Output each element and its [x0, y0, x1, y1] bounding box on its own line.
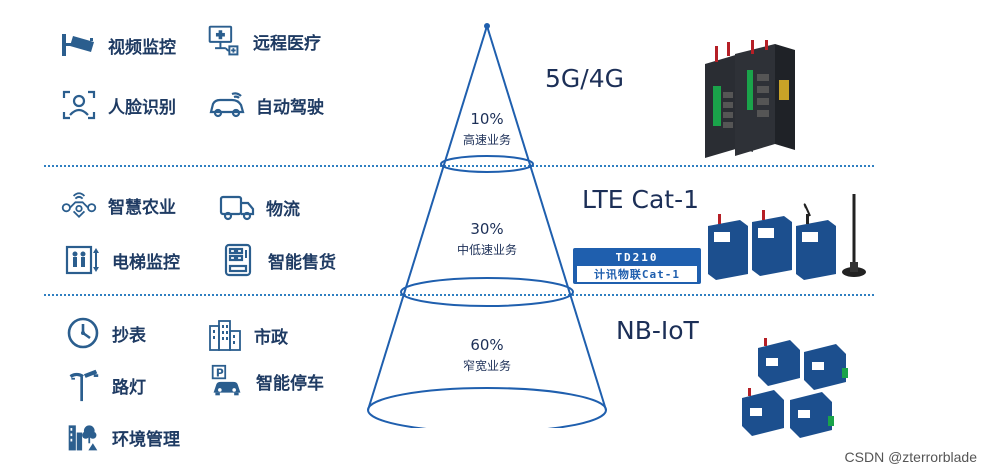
app-face-label: 人脸识别	[108, 97, 176, 118]
app-street-light: 路灯	[64, 368, 146, 402]
medical-monitor-icon	[205, 24, 243, 58]
cone-diagram	[367, 23, 607, 428]
app-parking-label: 智能停车	[256, 373, 324, 394]
parking-car-icon: P	[208, 364, 246, 398]
street-light-icon	[64, 368, 102, 402]
app-municipal-label: 市政	[254, 327, 288, 348]
tier-bottom-percent: 60%	[470, 336, 504, 354]
tier-bottom-share: 60% 窄宽业务	[427, 336, 547, 374]
app-municipal: 市政	[206, 318, 288, 352]
app-remote-medical: 远程医疗	[205, 24, 321, 58]
cone-ring-top	[440, 155, 534, 173]
tier-mid-percent: 30%	[470, 220, 504, 238]
tier-mid-share: 30% 中低速业务	[427, 220, 547, 258]
elevator-icon	[64, 243, 102, 277]
cone-ring-bottom	[367, 387, 607, 428]
cctv-camera-icon	[60, 28, 98, 62]
gauge-icon	[64, 316, 102, 350]
app-logistics: 物流	[218, 190, 300, 224]
cone-right-edge	[486, 25, 607, 411]
app-streetlight-label: 路灯	[112, 377, 146, 398]
tier-mid-name: LTE Cat-1	[582, 185, 700, 214]
app-agri-label: 智慧农业	[108, 197, 176, 218]
app-meter-reading: 抄表	[64, 316, 146, 350]
face-scan-icon	[60, 88, 98, 122]
tier-bottom-name: NB-IoT	[616, 316, 699, 345]
industrial-router-illustration	[705, 40, 795, 158]
app-autonomous-driving: 自动驾驶	[208, 88, 324, 122]
drone-icon	[60, 188, 98, 222]
app-environment-management: 环境管理	[64, 420, 180, 454]
tier-top-percent: 10%	[470, 110, 504, 128]
cat1-dtu-illustration	[708, 194, 866, 280]
app-elevator-monitoring: 电梯监控	[64, 243, 180, 277]
app-smart-parking: P 智能停车	[208, 364, 324, 398]
building-tree-recycle-icon	[64, 420, 102, 454]
truck-icon	[218, 190, 256, 224]
app-face-recognition: 人脸识别	[60, 88, 176, 122]
cone-left-edge	[367, 25, 488, 411]
app-video-label: 视频监控	[108, 37, 176, 58]
tier-bottom-desc: 窄宽业务	[462, 359, 511, 373]
app-smart-vending: 智能售货	[220, 243, 336, 277]
badge-model: TD210	[615, 251, 659, 264]
nbiot-dtu-illustration	[742, 338, 848, 438]
app-environment-label: 环境管理	[112, 429, 180, 450]
app-autodrive-label: 自动驾驶	[256, 97, 324, 118]
tier-top-desc: 高速业务	[462, 133, 511, 147]
cone-ring-mid	[400, 277, 574, 307]
tier-top-name: 5G/4G	[545, 64, 624, 93]
app-video-surveillance: 视频监控	[60, 28, 176, 62]
vending-machine-icon	[220, 243, 258, 277]
svg-text:P: P	[216, 367, 224, 380]
app-vending-label: 智能售货	[268, 252, 336, 273]
app-smart-agriculture: 智慧农业	[60, 188, 176, 222]
tier-top-share: 10% 高速业务	[427, 110, 547, 148]
app-medical-label: 远程医疗	[253, 33, 321, 54]
tier-mid-desc: 中低速业务	[456, 243, 517, 257]
badge-brand: 计讯物联Cat-1	[577, 266, 697, 282]
cone-apex	[484, 23, 490, 29]
app-elevator-label: 电梯监控	[112, 252, 180, 273]
app-meter-label: 抄表	[112, 325, 146, 346]
divider-top	[44, 165, 874, 167]
app-logistics-label: 物流	[266, 199, 300, 220]
csdn-watermark: CSDN @zterrorblade	[844, 449, 977, 465]
td210-badge: TD210 计讯物联Cat-1	[573, 248, 701, 284]
car-signal-icon	[208, 88, 246, 122]
city-buildings-icon	[206, 318, 244, 352]
divider-bottom	[44, 294, 874, 296]
